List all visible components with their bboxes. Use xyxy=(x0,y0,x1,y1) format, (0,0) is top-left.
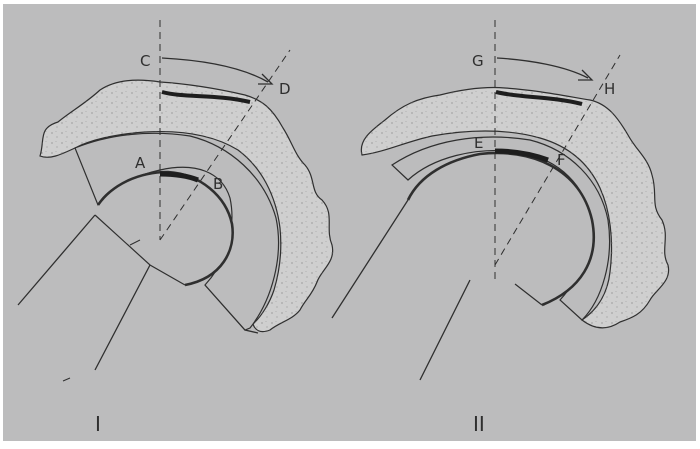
panel-i-label: I xyxy=(95,412,101,436)
panel-ii-label: II xyxy=(473,412,485,436)
label-f: F xyxy=(557,151,566,169)
label-a: A xyxy=(135,154,146,172)
label-b: B xyxy=(213,175,223,193)
label-h: H xyxy=(604,80,615,98)
label-d: D xyxy=(279,80,291,98)
label-g: G xyxy=(472,52,484,70)
label-e: E xyxy=(474,134,483,152)
label-c: C xyxy=(140,52,150,70)
